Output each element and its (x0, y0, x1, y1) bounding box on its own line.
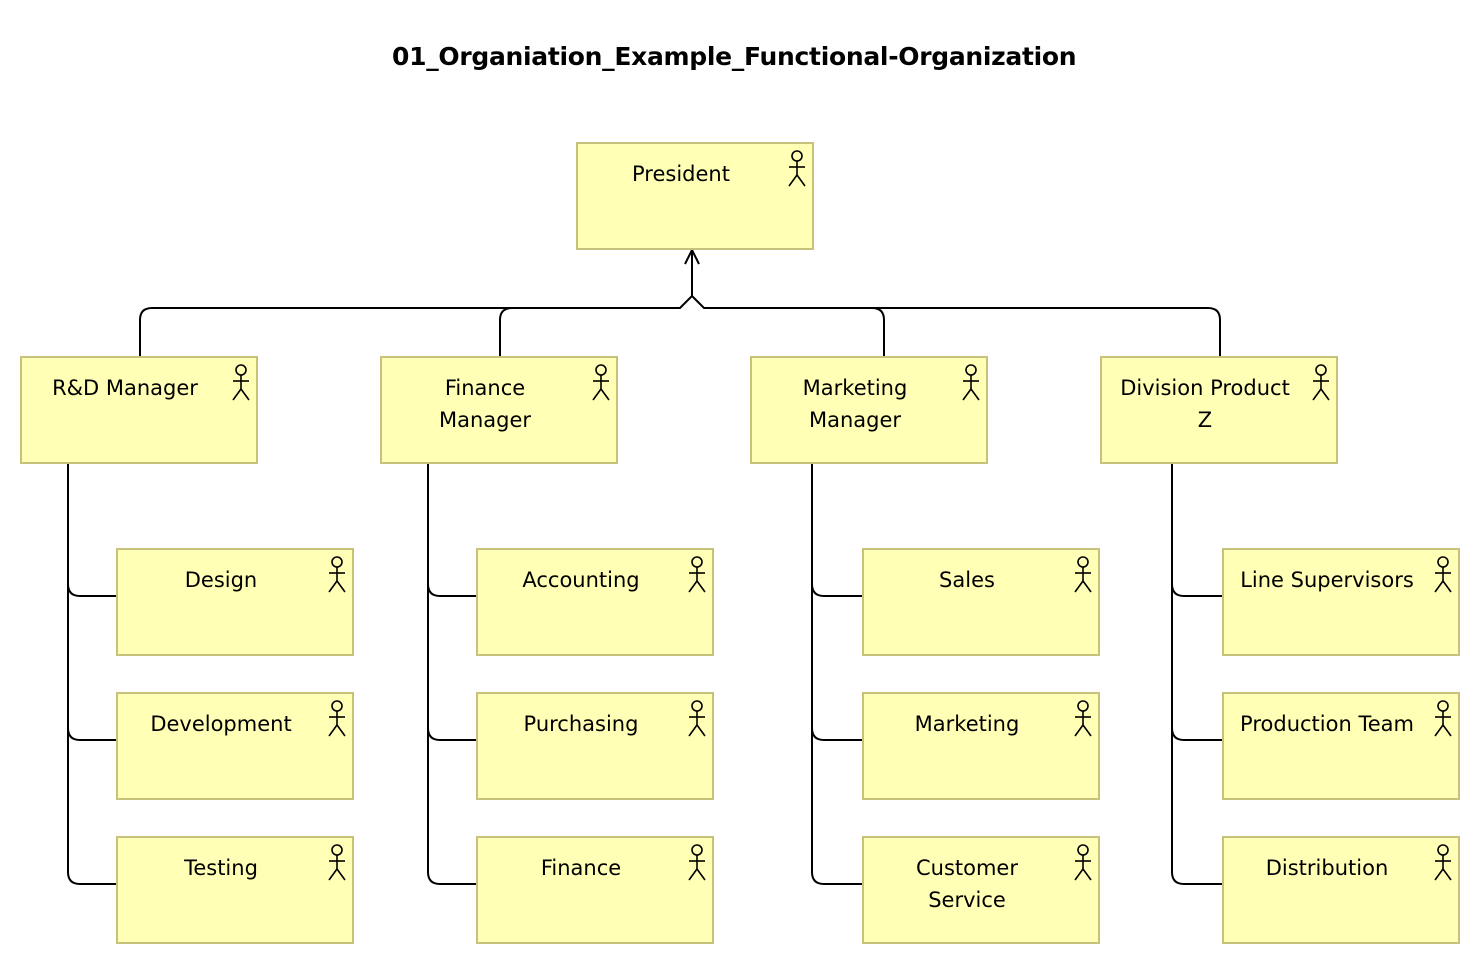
role-box-finance-manager[interactable]: Finance Manager (380, 356, 618, 464)
role-box-development[interactable]: Development (116, 692, 354, 800)
role-label: Finance (540, 856, 622, 880)
actor-icon (1434, 700, 1452, 737)
role-label: Marketing Manager (802, 376, 908, 432)
actor-icon (328, 556, 346, 593)
actor-icon (1074, 556, 1092, 593)
connector-rd-president (139, 250, 693, 356)
role-box-marketing[interactable]: Marketing (862, 692, 1100, 800)
arrowhead-president (684, 247, 700, 265)
role-box-accounting[interactable]: Accounting (476, 548, 714, 656)
role-box-line-supervisors[interactable]: Line Supervisors (1222, 548, 1460, 656)
role-box-finance[interactable]: Finance (476, 836, 714, 944)
role-box-production-team[interactable]: Production Team (1222, 692, 1460, 800)
connector-finance-president (499, 307, 680, 356)
connector-division-children (1171, 462, 1222, 885)
actor-icon (688, 844, 706, 881)
role-box-sales[interactable]: Sales (862, 548, 1100, 656)
actor-icon (1312, 364, 1330, 401)
role-label: Accounting (522, 568, 640, 592)
role-label: Customer Service (915, 856, 1018, 912)
actor-icon (1074, 844, 1092, 881)
actor-icon (328, 844, 346, 881)
actor-icon (688, 556, 706, 593)
role-label: Purchasing (523, 712, 639, 736)
role-box-purchasing[interactable]: Purchasing (476, 692, 714, 800)
role-label: Distribution (1265, 856, 1389, 880)
diagram-title: 01_Organiation_Example_Functional-Organi… (392, 42, 1077, 71)
actor-icon (788, 150, 806, 187)
actor-icon (232, 364, 250, 401)
role-label: Line Supervisors (1240, 568, 1414, 592)
actor-icon (1434, 556, 1452, 593)
connector-marketing-children (811, 462, 862, 885)
role-box-president[interactable]: President (576, 142, 814, 250)
actor-icon (592, 364, 610, 401)
role-label: Development (150, 712, 292, 736)
connector-finance-children (427, 462, 476, 885)
role-box-marketing-manager[interactable]: Marketing Manager (750, 356, 988, 464)
role-label: Production Team (1240, 712, 1414, 736)
role-label: President (632, 162, 730, 186)
role-label: Sales (939, 568, 995, 592)
connector-division-president (704, 307, 1221, 356)
role-label: Finance Manager (438, 376, 532, 432)
role-box-rd-manager[interactable]: R&D Manager (20, 356, 258, 464)
actor-icon (328, 700, 346, 737)
role-label: Testing (184, 856, 258, 880)
role-label: Design (184, 568, 258, 592)
role-label: R&D Manager (52, 376, 198, 400)
actor-icon (1434, 844, 1452, 881)
role-box-division-product-z[interactable]: Division Product Z (1100, 356, 1338, 464)
actor-icon (1074, 700, 1092, 737)
actor-icon (688, 700, 706, 737)
role-box-customer-service[interactable]: Customer Service (862, 836, 1100, 944)
role-box-design[interactable]: Design (116, 548, 354, 656)
role-label: Division Product Z (1120, 376, 1290, 432)
actor-icon (962, 364, 980, 401)
role-box-distribution[interactable]: Distribution (1222, 836, 1460, 944)
role-box-testing[interactable]: Testing (116, 836, 354, 944)
role-label: Marketing (914, 712, 1020, 736)
connector-marketing-president (691, 295, 885, 356)
connector-rd-children (67, 462, 116, 885)
